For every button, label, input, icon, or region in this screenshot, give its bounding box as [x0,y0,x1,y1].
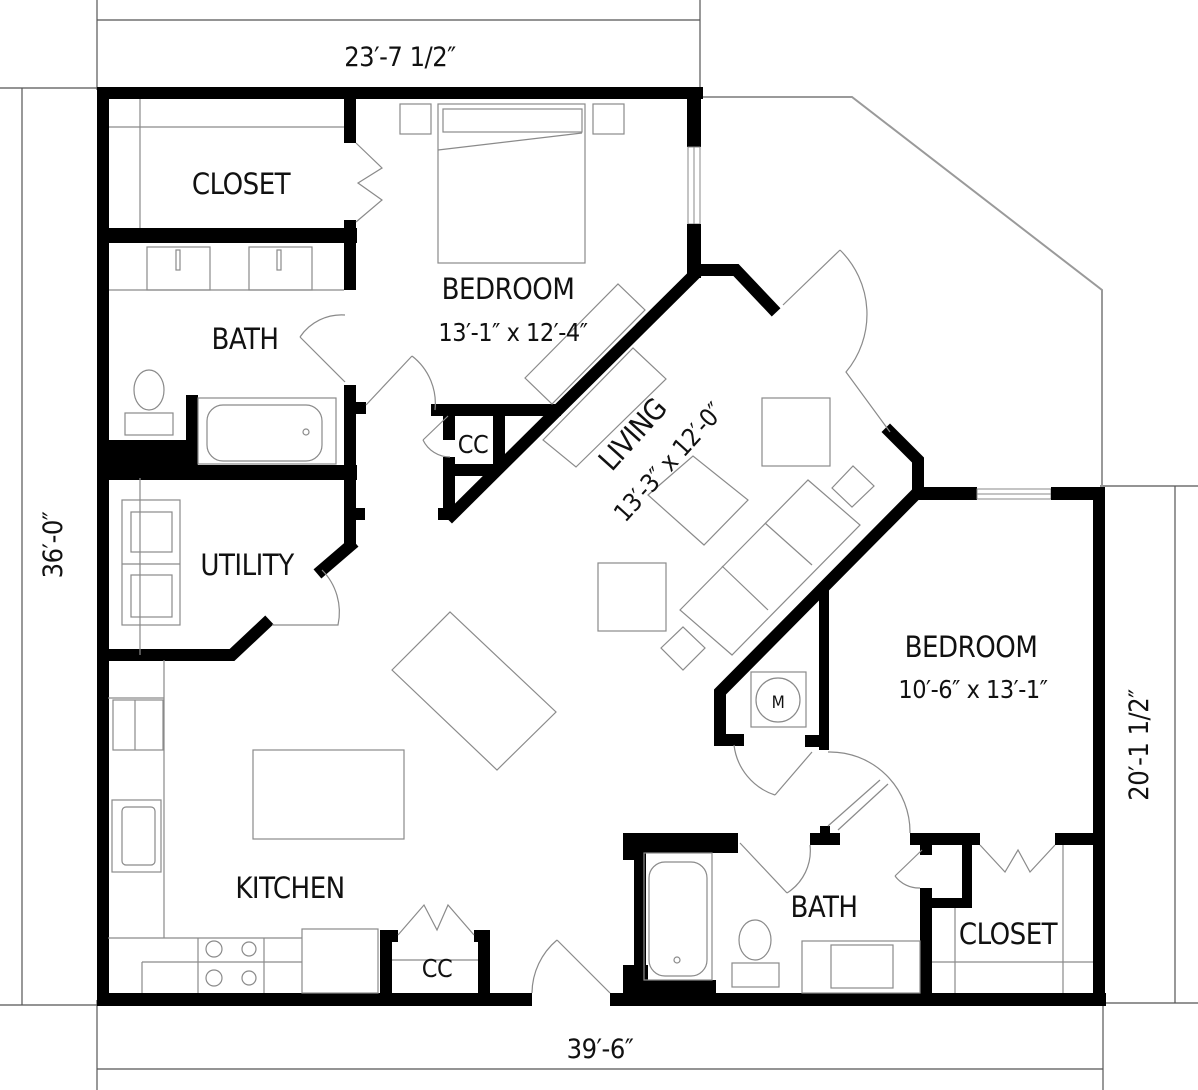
room-size-bedroom-primary: 13′-1″ x 12′-4″ [438,318,587,347]
room-label-cc-upper: CC [458,430,488,459]
mechanical-unit-icon [755,677,801,723]
room-label-closet-secondary: CLOSET [959,917,1059,951]
furniture [108,99,1093,994]
room-size-bedroom-secondary: 10′-6″ x 13′-1″ [898,675,1047,704]
exterior-walls [97,87,1106,1006]
room-label-kitchen: KITCHEN [235,871,344,905]
room-label-bedroom-secondary: BEDROOM [905,630,1038,664]
room-label-bath-secondary: BATH [790,890,857,924]
mechanical-label: M [772,693,785,713]
dimension-labels: 23′-7 1/2″ 36′-0″ 39′-6″ 20′-1 1/2″ [38,42,1155,1065]
dimension-bottom: 39′-6″ [567,1034,634,1065]
interior-walls [102,97,1100,1003]
room-label-bedroom-primary: BEDROOM [442,272,575,306]
dimension-right: 20′-1 1/2″ [1124,689,1155,801]
room-label-bath-primary: BATH [211,322,278,356]
dimension-top: 23′-7 1/2″ [344,42,456,73]
balcony-outline [700,96,1103,487]
room-label-cc-lower: CC [422,954,452,983]
room-label-utility: UTILITY [200,548,295,582]
dimension-left: 36′-0″ [38,511,69,578]
doors [272,142,1056,994]
room-label-closet-primary: CLOSET [192,167,292,201]
